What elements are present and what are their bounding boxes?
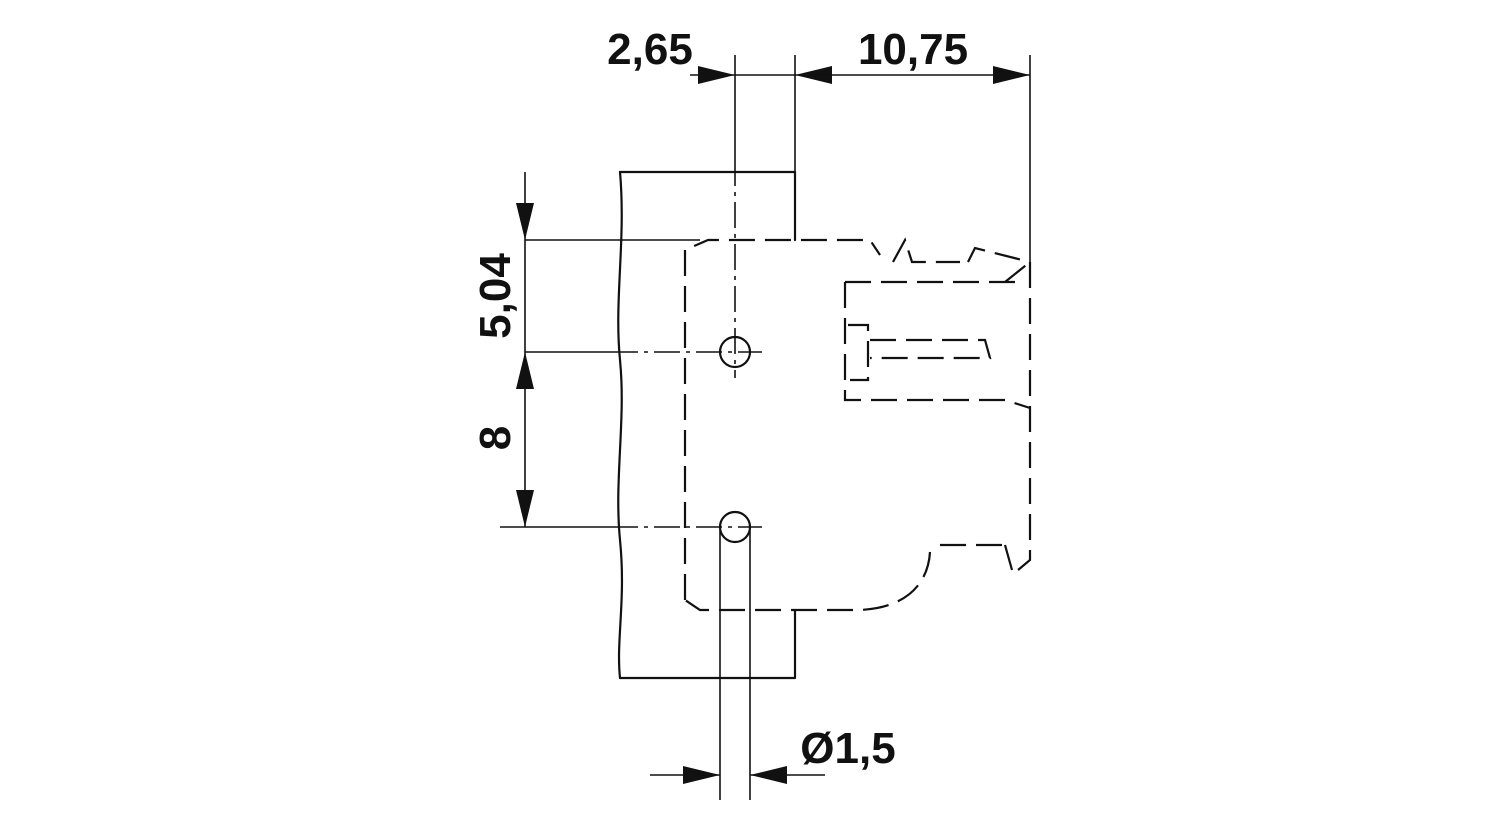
dimension-10-75: 10,75 [795, 25, 1030, 84]
dimension-diameter-1-5: Ø1,5 [650, 724, 896, 784]
pin-holes [718, 335, 752, 544]
dimension-2-65: 2,65 [607, 25, 832, 84]
dimension-label-diameter: Ø1,5 [800, 724, 895, 773]
dimension-label-10-75: 10,75 [858, 25, 968, 74]
housing-outline [683, 237, 1032, 612]
dimension-label-2-65: 2,65 [607, 25, 693, 74]
dimension-5-04: 5,04 [471, 172, 534, 352]
dimension-label-8: 8 [471, 426, 520, 450]
dimension-label-5-04: 5,04 [471, 253, 520, 339]
extension-lines [500, 55, 1031, 800]
board-outline [617, 170, 797, 680]
center-lines [612, 160, 762, 528]
dimension-8: 8 [471, 352, 534, 527]
